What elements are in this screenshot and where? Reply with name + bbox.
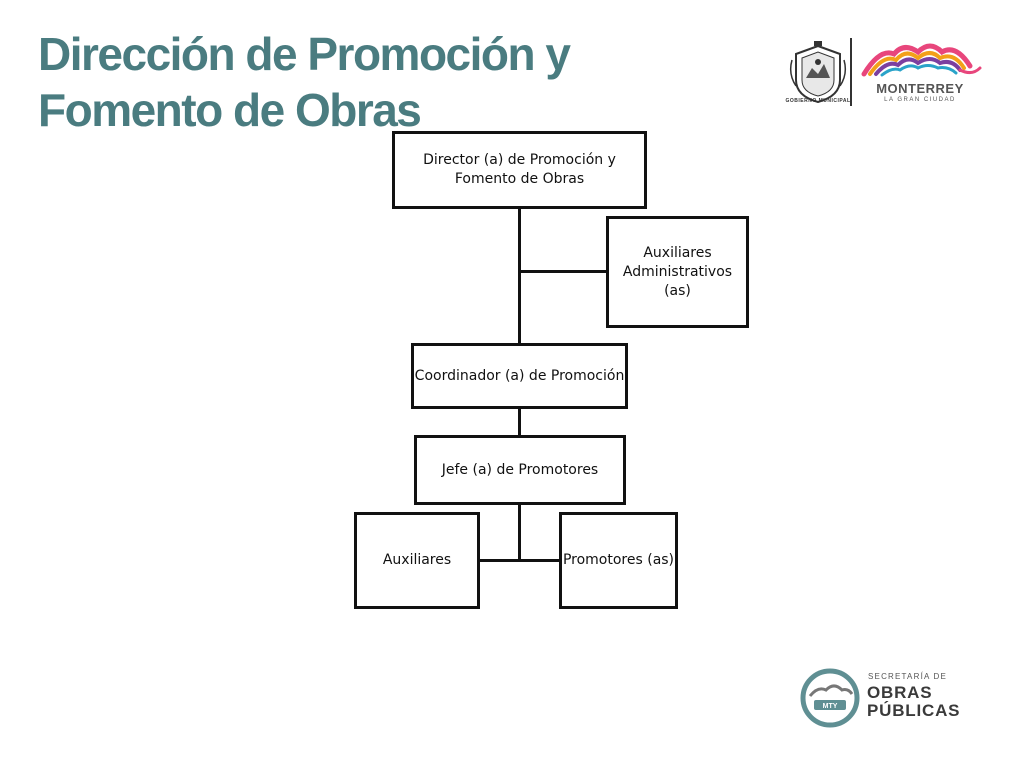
- title-line-2: Fomento de Obras: [38, 84, 422, 136]
- connector-horizontal-bottom: [477, 559, 563, 562]
- municipal-seal-icon: [789, 41, 847, 104]
- city-name: MONTERREY: [876, 81, 964, 96]
- org-box-promotores: Promotores (as): [559, 512, 678, 609]
- seal-caption: GOBIERNO MUNICIPAL: [785, 98, 851, 104]
- header-logos: GOBIERNO MUNICIPAL MONTERREY LA GRAN CIU…: [780, 36, 990, 108]
- org-box-coordinador: Coordinador (a) de Promoción: [411, 343, 628, 409]
- org-box-jefe: Jefe (a) de Promotores: [414, 435, 626, 505]
- connector-jefe-down: [518, 502, 521, 561]
- page-title: Dirección de Promoción y Fomento de Obra…: [38, 26, 678, 138]
- connector-coordinador-jefe: [518, 407, 521, 439]
- secretaria-obras-publicas-logo: MTY SECRETARÍA DE OBRAS PÚBLICAS: [800, 668, 990, 730]
- secretaria-label: SECRETARÍA DE: [868, 672, 948, 681]
- monterrey-mountain-logo-icon: [861, 43, 982, 77]
- org-box-auxiliares-administrativos: Auxiliares Administrativos (as): [606, 216, 749, 328]
- badge-text: MTY: [823, 703, 838, 710]
- title-line-1: Dirección de Promoción y: [38, 28, 571, 80]
- city-tagline: LA GRAN CIUDAD: [884, 97, 956, 103]
- secretaria-obras: OBRAS: [867, 683, 933, 702]
- obras-publicas-badge-icon: MTY: [800, 668, 860, 728]
- logo-divider: [850, 38, 852, 106]
- connector-to-auxiliares-admin: [518, 270, 610, 273]
- connector-director-coordinador: [518, 207, 521, 347]
- org-box-director: Director (a) de Promoción y Fomento de O…: [392, 131, 647, 209]
- org-box-auxiliares: Auxiliares: [354, 512, 480, 609]
- secretaria-publicas: PÚBLICAS: [867, 701, 961, 720]
